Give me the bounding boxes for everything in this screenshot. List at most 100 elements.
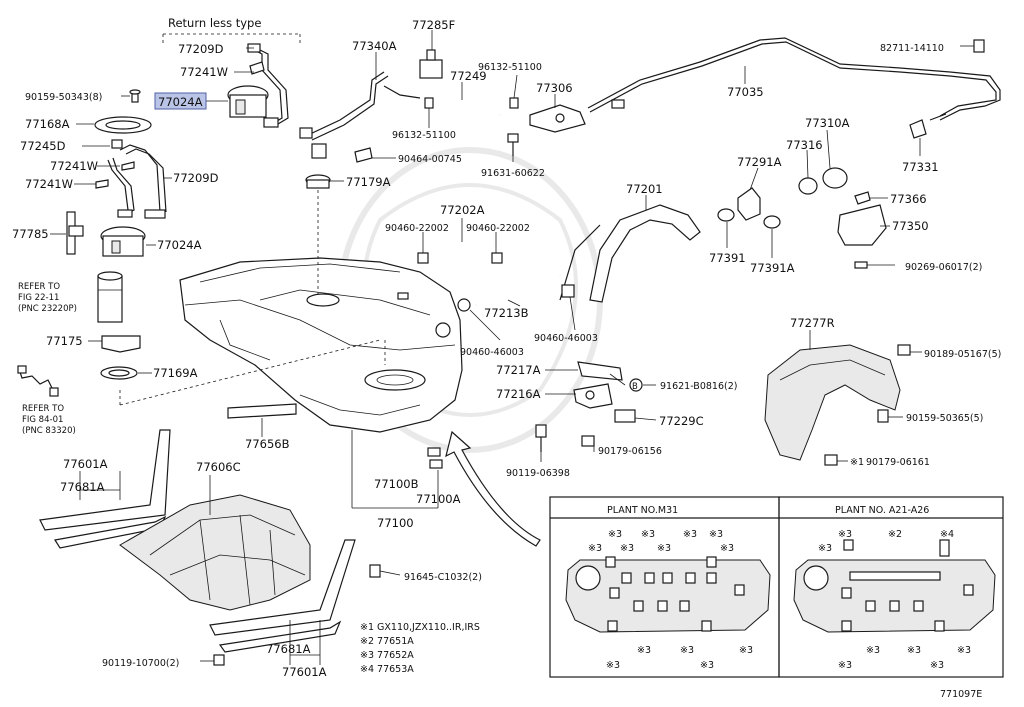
- nut-77100A: [429, 459, 443, 469]
- label-91631-60622: 91631-60622: [481, 168, 545, 179]
- leader-77100: [351, 430, 439, 509]
- fuel-line-77035: [587, 37, 1001, 121]
- label-77100A: 77100A: [416, 492, 461, 506]
- label-91645-C1032: 91645-C1032(2): [404, 572, 482, 583]
- label-77340A: 77340A: [352, 39, 397, 53]
- plant-box-a21: [778, 496, 1004, 678]
- a21-mark-2: ※2: [888, 529, 902, 540]
- label-77785: 77785: [12, 227, 49, 241]
- m31-mark-5: ※3: [588, 543, 602, 554]
- label-90179-06156: 90179-06156: [598, 446, 662, 457]
- label-90159-50343: 90159-50343(8): [25, 92, 102, 103]
- protector-group: [39, 429, 381, 666]
- plant-a21-marks: ※3 ※2 ※4 ※3 ※3 ※3 ※3 ※3 ※3: [818, 529, 971, 671]
- notes-legend: ※1 GX110,JZX110..IR,IRS ※2 77651A ※3 776…: [360, 622, 480, 675]
- m31-mark-8: ※3: [720, 543, 734, 554]
- label-77229C: 77229C: [659, 414, 704, 428]
- label-77024A-low: 77024A: [157, 238, 202, 252]
- label-77350: 77350: [892, 219, 929, 233]
- label-77241W-low: 77241W: [25, 177, 73, 191]
- filler-bracket-group: [535, 361, 636, 452]
- label-90460-46003-b: 90460-46003: [534, 333, 598, 344]
- label-77681A-top: 77681A: [60, 480, 105, 494]
- label-ref2-line3: (PNC 83320): [22, 426, 76, 436]
- label-90159-50365: 90159-50365(5): [906, 413, 983, 424]
- diagram-code: 771097E: [940, 689, 982, 700]
- m31-boxes: [605, 556, 745, 632]
- a21-mark-9: ※3: [930, 660, 944, 671]
- label-77179A: 77179A: [346, 175, 391, 189]
- highlight-77024A: [154, 92, 207, 110]
- label-77606C: 77606C: [196, 460, 241, 474]
- m31-mark-1: ※3: [608, 529, 622, 540]
- m31-mark-13: ※3: [700, 660, 714, 671]
- a21-mark-1: ※3: [838, 529, 852, 540]
- label-77209D-top: 77209D: [178, 42, 224, 56]
- label-77241W-top: 77241W: [180, 65, 228, 79]
- label-77285F: 77285F: [412, 18, 455, 32]
- label-90460-46003-a: 90460-46003: [460, 347, 524, 358]
- label-77601A-top: 77601A: [63, 457, 108, 471]
- plug-77100B: [427, 447, 441, 457]
- label-77316: 77316: [786, 138, 823, 152]
- label-77169A: 77169A: [153, 366, 198, 380]
- return-less-type-bracket: [162, 33, 301, 46]
- filler-cap-group: [717, 167, 895, 269]
- label-90269-06017: 90269-06017(2): [905, 262, 982, 273]
- m31-mark-6: ※3: [620, 543, 634, 554]
- plant-box-m31: [549, 496, 780, 678]
- leader-lines-bottom-left: [79, 471, 321, 665]
- plant-m31-marks: ※3 ※3 ※3 ※3 ※3 ※3 ※3 ※3 ※3 ※3 ※3 ※3 ※3: [588, 529, 753, 671]
- m31-mark-7: ※3: [657, 543, 671, 554]
- a21-mark-7: ※3: [957, 645, 971, 656]
- label-82711-14110: 82711-14110: [880, 43, 944, 54]
- label-77656B: 77656B: [245, 437, 290, 451]
- connector-77331: [909, 119, 927, 139]
- label-96132-51100-top: 96132-51100: [478, 62, 542, 73]
- label-96132-51100-low: 96132-51100: [392, 130, 456, 141]
- label-77100: 77100: [377, 516, 414, 530]
- a21-mark-6: ※3: [907, 645, 921, 656]
- part-labels: 77209D 77241W 90159-50343(8) 77024A 7716…: [12, 18, 1001, 679]
- label-77217A: 77217A: [496, 363, 541, 377]
- note-1: ※1 GX110,JZX110..IR,IRS: [360, 622, 480, 633]
- label-77291A: 77291A: [737, 155, 782, 169]
- fuel-tank: [179, 257, 463, 433]
- label-77601A-low: 77601A: [282, 665, 327, 679]
- m31-mark-10: ※3: [680, 645, 694, 656]
- leader-lines: [50, 30, 922, 662]
- m31-mark-3: ※3: [683, 529, 697, 540]
- label-77681A-low: 77681A: [266, 642, 311, 656]
- label-77310A: 77310A: [805, 116, 850, 130]
- label-77035: 77035: [727, 85, 764, 99]
- a21-mark-8: ※3: [838, 660, 852, 671]
- label-ref1-line3: (PNC 23220P): [18, 304, 77, 314]
- pointer-arrow: [445, 430, 541, 547]
- label-90460-22002-b: 90460-22002: [466, 223, 530, 234]
- plant-a21-title: PLANT NO. A21-A26: [835, 505, 929, 516]
- a21-mark-5: ※3: [866, 645, 880, 656]
- label-77391: 77391: [709, 251, 746, 265]
- label-90119-10700: 90119-10700(2): [102, 658, 179, 669]
- label-77209D-right: 77209D: [173, 171, 219, 185]
- label-77366: 77366: [890, 192, 927, 206]
- label-77024A-top: 77024A: [158, 95, 203, 109]
- label-ref2-line2: FIG 84-01: [22, 415, 63, 425]
- label-77249: 77249: [450, 69, 487, 83]
- filler-pipe-77201: [589, 204, 701, 303]
- label-note1-mark: ※1: [850, 457, 864, 468]
- label-77331: 77331: [902, 160, 939, 174]
- b-marker: B: [632, 382, 638, 392]
- heat-shield-77277R: [764, 344, 901, 461]
- label-77213B: 77213B: [484, 306, 529, 320]
- b-marker-circle: [629, 378, 643, 392]
- label-90460-22002-a: 90460-22002: [385, 223, 449, 234]
- label-90189-05167: 90189-05167(5): [924, 349, 1001, 360]
- note-3: ※3 77652A: [360, 650, 414, 661]
- label-77245D: 77245D: [20, 139, 66, 153]
- title-return-less-type: Return less type: [168, 16, 261, 30]
- label-77175: 77175: [46, 334, 83, 348]
- fitting-82711: [973, 39, 985, 53]
- a21-mark-4: ※3: [818, 543, 832, 554]
